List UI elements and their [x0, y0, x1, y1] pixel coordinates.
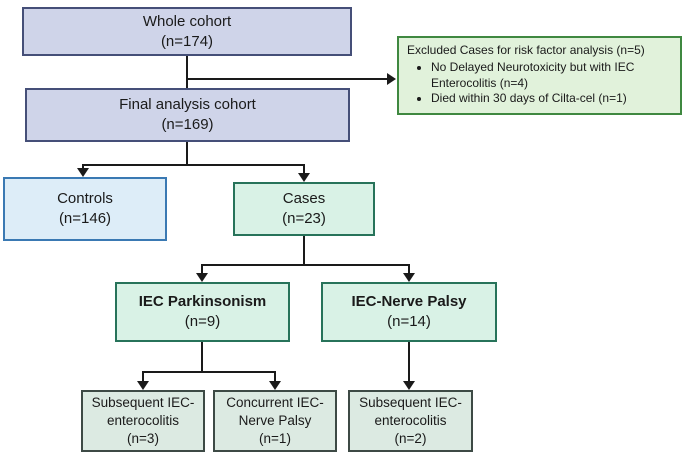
excluded-bullet: No Delayed Neurotoxicity but with IEC En…	[431, 60, 672, 92]
connector-to-controls	[82, 164, 84, 169]
box-title: Subsequent IEC-enterocolitis	[359, 395, 462, 429]
excluded-bullet: Died within 30 days of Cilta-cel (n=1)	[431, 91, 672, 107]
excluded-title: Excluded Cases for risk factor analysis …	[407, 43, 645, 57]
box-count: (n=1)	[259, 430, 291, 446]
arrowhead-down-icon	[298, 173, 310, 182]
connector-to-parkinsonism	[201, 264, 203, 274]
box-count: (n=14)	[387, 313, 431, 330]
box-title: Concurrent IEC-Nerve Palsy	[226, 395, 324, 429]
box-title: Cases	[282, 190, 326, 208]
box-controls: Controls (n=146)	[3, 177, 167, 241]
box-iec-nerve-palsy: IEC-Nerve Palsy (n=14)	[321, 282, 497, 342]
connector-split-parkinsonism-children	[142, 371, 276, 373]
box-subsequent-iec-enterocolitis-n2: Subsequent IEC-enterocolitis (n=2)	[348, 390, 473, 452]
connector-palsy-to-subsequent-2	[408, 342, 410, 382]
connector-parkinsonism-down	[201, 342, 203, 373]
arrowhead-down-icon	[269, 381, 281, 390]
box-count: (n=174)	[160, 32, 214, 50]
connector-split-parkinsonism-palsy	[201, 264, 410, 266]
box-title: IEC Parkinsonism	[138, 293, 267, 311]
box-subsequent-iec-enterocolitis-n3: Subsequent IEC-enterocolitis (n=3)	[81, 390, 205, 452]
box-concurrent-iec-nerve-palsy-n1: Concurrent IEC-Nerve Palsy (n=1)	[213, 390, 337, 452]
connector-cases-down	[303, 236, 305, 266]
connector-to-concurrent-1	[274, 371, 276, 382]
excluded-bullet-list: No Delayed Neurotoxicity but with IEC En…	[407, 60, 672, 107]
arrowhead-down-icon	[403, 273, 415, 282]
connector-to-subsequent-3	[142, 371, 144, 382]
box-count: (n=146)	[58, 210, 112, 227]
arrowhead-right-icon	[387, 73, 396, 85]
box-final-analysis-cohort: Final analysis cohort (n=169)	[25, 88, 350, 142]
connector-final-down	[186, 142, 188, 165]
box-excluded-cases: Excluded Cases for risk factor analysis …	[397, 36, 682, 115]
box-count: (n=23)	[282, 210, 326, 227]
box-count: (n=9)	[184, 313, 221, 330]
box-whole-cohort: Whole cohort (n=174)	[22, 7, 352, 56]
box-count: (n=169)	[161, 116, 214, 133]
box-iec-parkinsonism: IEC Parkinsonism (n=9)	[115, 282, 290, 342]
box-title: IEC-Nerve Palsy	[351, 293, 467, 311]
connector-to-nerve-palsy	[408, 264, 410, 274]
connector-to-cases	[303, 164, 305, 174]
connector-split-controls-cases	[82, 164, 305, 166]
arrowhead-down-icon	[137, 381, 149, 390]
arrowhead-down-icon	[77, 168, 89, 177]
box-cases: Cases (n=23)	[233, 182, 375, 236]
box-count: (n=3)	[127, 430, 159, 446]
arrowhead-down-icon	[196, 273, 208, 282]
box-title: Subsequent IEC-enterocolitis	[91, 395, 195, 429]
box-title: Whole cohort	[142, 12, 232, 30]
arrowhead-down-icon	[403, 381, 415, 390]
box-count: (n=2)	[394, 430, 427, 446]
box-title: Controls	[57, 190, 113, 208]
connector-to-excluded	[186, 78, 387, 80]
box-title: Final analysis cohort	[119, 96, 256, 114]
connector-whole-to-final	[186, 56, 188, 88]
